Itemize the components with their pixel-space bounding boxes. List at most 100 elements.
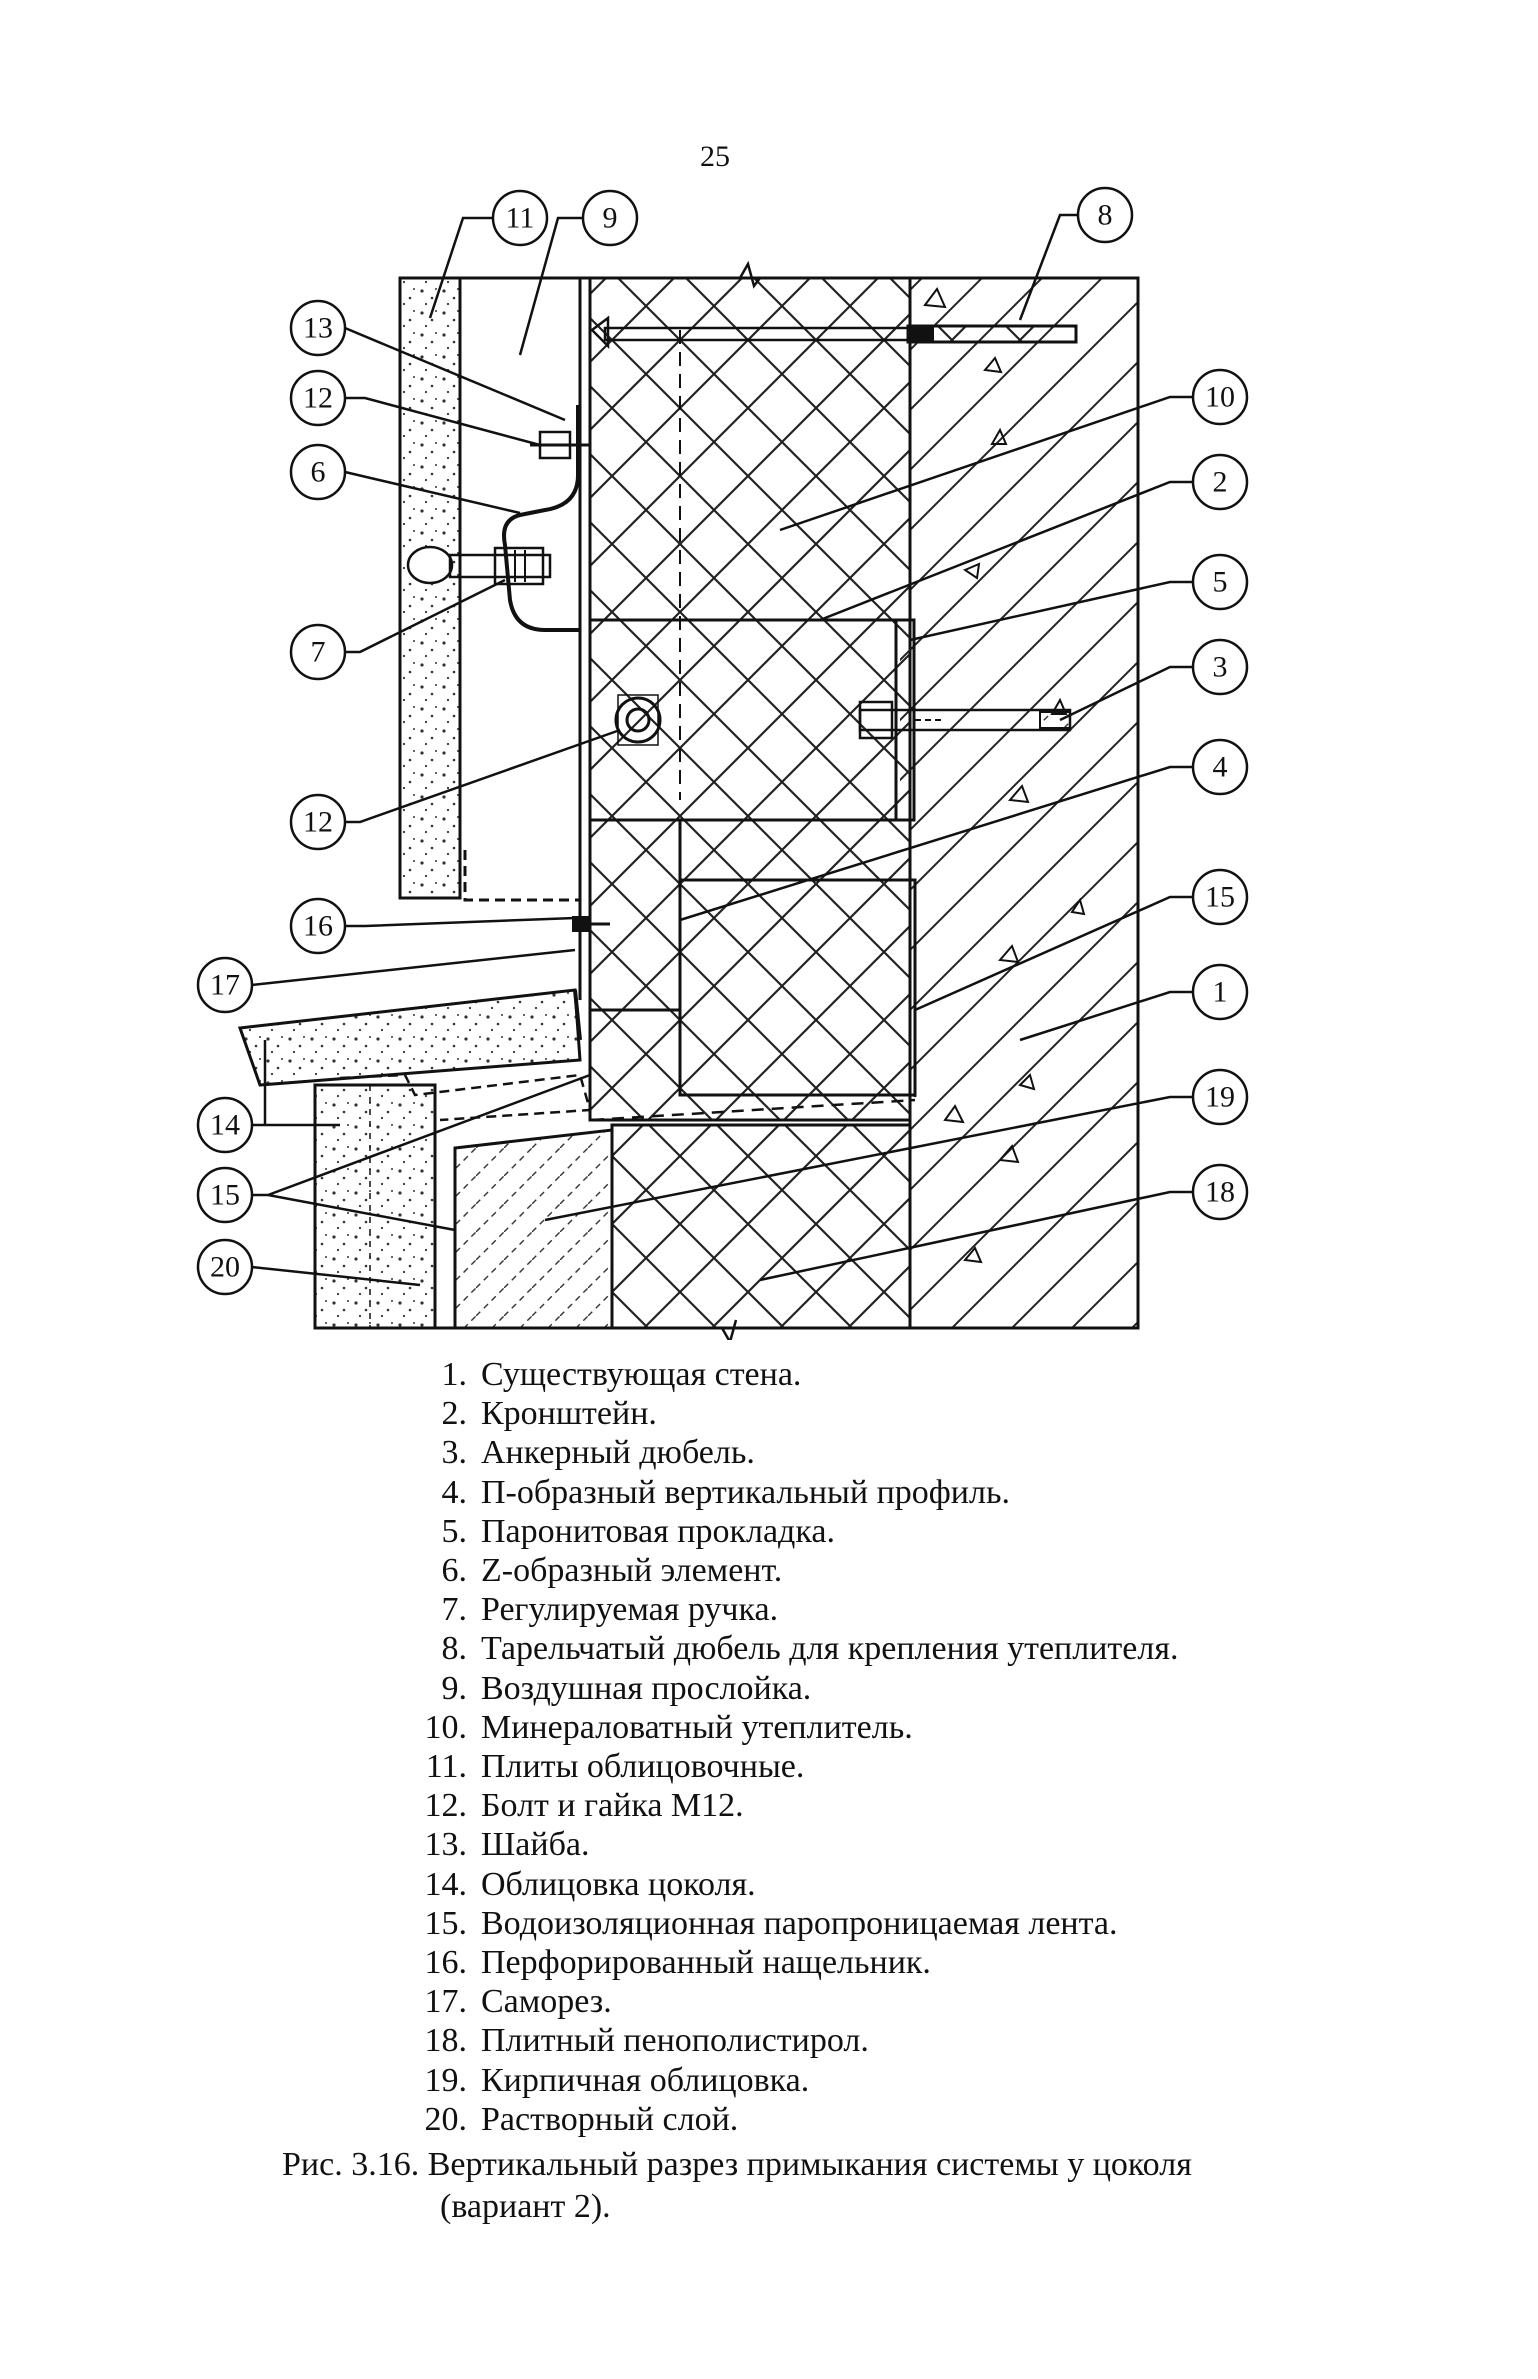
legend-item-text: Кирпичная облицовка. bbox=[481, 2061, 810, 2099]
legend-item-text: Болт и гайка М12. bbox=[481, 1787, 744, 1825]
callout-14: 14 bbox=[210, 1109, 240, 1142]
legend-item-number: 16. bbox=[424, 1944, 468, 1982]
legend-item-number: 18. bbox=[424, 2022, 468, 2060]
callout-10: 10 bbox=[1205, 381, 1235, 414]
legend-item-text: Существующая стена. bbox=[481, 1356, 802, 1393]
legend-item-text: Паронитовая прокладка. bbox=[481, 1512, 835, 1550]
callout-3: 3 bbox=[1213, 651, 1228, 684]
callout-17: 17 bbox=[210, 969, 240, 1002]
callout-2: 2 bbox=[1213, 466, 1228, 499]
callout-5: 5 bbox=[1213, 566, 1228, 599]
legend-item: 2. Кронштейн. bbox=[405, 1394, 1178, 1433]
legend-item-number: 17. bbox=[424, 1983, 468, 2021]
existing-wall bbox=[908, 276, 1140, 1330]
caption-line-1: Рис. 3.16. Вертикальный разрез примыкани… bbox=[282, 2146, 1192, 2183]
legend-item-number: 14. bbox=[424, 1865, 468, 1903]
insulation-dowel bbox=[590, 315, 1078, 350]
legend-item-text: Z-образный элемент. bbox=[481, 1552, 783, 1590]
legend-list: 1. Существующая стена. 2. Кронштейн. 3. Анкер… bbox=[405, 1355, 1179, 2139]
mineral-wool-low bbox=[588, 818, 912, 1122]
mineral-wool-mid bbox=[588, 618, 912, 822]
legend-item: 9. Воздушная прослойка. bbox=[405, 1669, 1178, 1708]
adjusting-handle bbox=[406, 545, 552, 586]
legend-item: 20. Растворный слой. bbox=[405, 2100, 1178, 2139]
legend-item: 4.П-образный вертикальный профиль. bbox=[405, 1473, 1178, 1512]
polystyrene bbox=[610, 1123, 912, 1330]
callout-20: 20 bbox=[210, 1251, 240, 1284]
legend-item: 10. Минераловатный утеплитель. bbox=[405, 1708, 1178, 1747]
legend-item-text: Шайба. bbox=[481, 1826, 590, 1864]
legend-item-number: 20. bbox=[424, 2100, 468, 2138]
legend-item-text: Плитный пенополистирол. bbox=[481, 2022, 869, 2060]
section-drawing: 11 9 8 13 12 10 6 2 5 7 3 12 4 16 15 17 … bbox=[196, 186, 1249, 1340]
legend-item-number: 6. bbox=[441, 1552, 468, 1590]
legend-item-text: Регулируемая ручка. bbox=[481, 1591, 779, 1629]
legend-item-number: 13. bbox=[424, 1826, 468, 1864]
legend-item-text: Тарельчатый дюбель для крепления утеплит… bbox=[481, 1630, 1179, 1668]
legend-item-number: 19. bbox=[424, 2061, 468, 2099]
legend-item-text: Перфорированный нащельник. bbox=[481, 1944, 931, 1982]
legend-item: 7. Регулируемая ручка. bbox=[405, 1590, 1178, 1629]
legend-item: 8. Тарельчатый дюбель для крепления утепл… bbox=[405, 1629, 1179, 1668]
legend-item-number: 10. bbox=[424, 1708, 468, 1746]
callout-4: 4 bbox=[1213, 751, 1228, 784]
legend-item: 16. Перфорированный нащельник. bbox=[405, 1943, 1178, 1982]
brick-facing bbox=[453, 1128, 614, 1330]
legend-item-number: 8. bbox=[441, 1630, 468, 1668]
legend-item-text: Кронштейн. bbox=[481, 1395, 657, 1433]
callout-16: 16 bbox=[303, 910, 333, 943]
page-number: 25 bbox=[700, 140, 730, 173]
legend-item: 17.Саморез. bbox=[405, 1982, 1178, 2021]
callout-12b: 12 bbox=[303, 806, 333, 839]
legend-item-text: Анкерный дюбель. bbox=[481, 1434, 755, 1472]
anchor-dowel bbox=[858, 700, 1072, 740]
legend-item-text: Воздушная прослойка. bbox=[481, 1669, 812, 1707]
legend-item-text: Минераловатный утеплитель. bbox=[481, 1708, 913, 1746]
legend-item-text: Водоизоляционная паропроницаемая лента. bbox=[481, 1904, 1118, 1942]
legend-item-number: 11. bbox=[425, 1748, 467, 1786]
legend-item-number: 1. bbox=[441, 1356, 468, 1393]
legend-item: 3. Анкерный дюбель. bbox=[405, 1433, 1178, 1472]
legend-item-text: Плиты облицовочные. bbox=[481, 1748, 805, 1786]
legend-item-number: 4. bbox=[441, 1473, 468, 1511]
legend-item: 15. Водоизоляционная паропроницаемая лент… bbox=[405, 1904, 1178, 1943]
legend-item: 6. Z-образный элемент. bbox=[405, 1551, 1178, 1590]
mineral-wool bbox=[588, 276, 912, 622]
legend-item-number: 2. bbox=[441, 1395, 468, 1433]
callout-12: 12 bbox=[303, 382, 333, 415]
callout-19: 19 bbox=[1205, 1081, 1235, 1114]
plinth-facing bbox=[237, 988, 582, 1087]
legend-item-text: Растворный слой. bbox=[481, 2100, 739, 2138]
legend-item-number: 15. bbox=[424, 1904, 468, 1942]
callout-15: 15 bbox=[1205, 881, 1235, 914]
callouts bbox=[196, 186, 1249, 1296]
figure-caption: Рис. 3.16. Вертикальный разрез примыкани… bbox=[282, 2144, 1192, 2228]
callout-9: 9 bbox=[603, 202, 618, 235]
callout-18: 18 bbox=[1205, 1176, 1235, 1209]
callout-7: 7 bbox=[311, 636, 326, 669]
bolt-middle bbox=[614, 694, 662, 746]
legend-item: 1. Существующая стена. bbox=[405, 1355, 1178, 1394]
z-element bbox=[502, 405, 580, 632]
legend-item: 14. Облицовка цоколя. bbox=[405, 1865, 1178, 1904]
legend-item: 13. Шайба. bbox=[405, 1825, 1178, 1864]
callout-13: 13 bbox=[303, 312, 333, 345]
legend-item: 11. Плиты облицовочные. bbox=[405, 1747, 1178, 1786]
legend-item-number: 3. bbox=[441, 1434, 468, 1472]
concrete-aggregate-marks bbox=[923, 287, 1086, 1264]
legend-item-number: 5. bbox=[441, 1512, 468, 1550]
screw bbox=[572, 916, 610, 932]
legend-item-number: 12. bbox=[424, 1787, 468, 1825]
callout-15b: 15 bbox=[210, 1179, 240, 1212]
legend-item-number: 9. bbox=[441, 1669, 468, 1707]
bracket bbox=[680, 618, 916, 822]
callout-8: 8 bbox=[1098, 199, 1113, 232]
legend-item: 5. Паронитовая прокладка. bbox=[405, 1512, 1178, 1551]
legend-item: 12. Болт и гайка М12. bbox=[405, 1786, 1178, 1825]
callout-1: 1 bbox=[1213, 976, 1228, 1009]
legend-item: 18. Плитный пенополистирол. bbox=[405, 2021, 1178, 2060]
legend-item: 19. Кирпичная облицовка. bbox=[405, 2061, 1178, 2100]
legend-item-number: 7. bbox=[441, 1591, 468, 1629]
legend-item-text: Облицовка цоколя. bbox=[481, 1865, 756, 1903]
callout-6: 6 bbox=[311, 456, 326, 489]
